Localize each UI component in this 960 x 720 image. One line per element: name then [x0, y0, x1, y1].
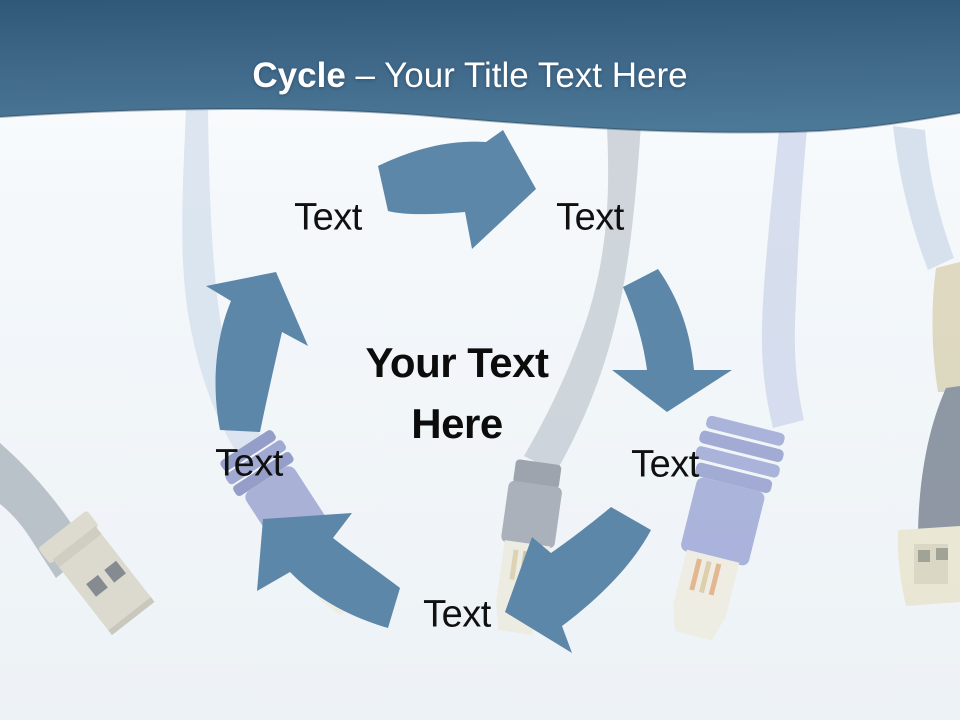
ethernet-cable-purple-image — [673, 120, 808, 641]
center-text-line1: Your Text — [365, 339, 549, 386]
title-banner — [0, 0, 960, 134]
banner-edge-shadow — [0, 107, 960, 134]
step-label-top-right[interactable]: Text — [556, 196, 624, 239]
cycle-arrow-left[interactable] — [206, 272, 308, 432]
step-label-right[interactable]: Text — [631, 443, 699, 486]
cycle-arrow-bottom-left[interactable] — [257, 513, 400, 628]
cycle-arrow-top[interactable] — [378, 130, 536, 249]
title-keyword: Cycle — [252, 56, 346, 95]
cable-dark-right-image — [893, 126, 960, 606]
step-label-top-left[interactable]: Text — [294, 196, 362, 239]
slide-title[interactable]: Cycle – Your Title Text Here — [252, 56, 687, 96]
title-text: Your Title Text Here — [384, 56, 688, 95]
center-text-line2: Here — [411, 400, 503, 447]
step-label-left[interactable]: Text — [215, 442, 283, 485]
usb-connector-image — [0, 443, 155, 636]
banner-wave-shape — [0, 0, 960, 133]
cycle-arrow-bottom-right[interactable] — [505, 507, 651, 653]
cycle-arrow-right[interactable] — [612, 269, 732, 412]
title-separator: – — [355, 56, 376, 95]
center-text-placeholder[interactable]: Your Text Here — [366, 332, 549, 454]
step-label-bottom[interactable]: Text — [423, 593, 491, 636]
